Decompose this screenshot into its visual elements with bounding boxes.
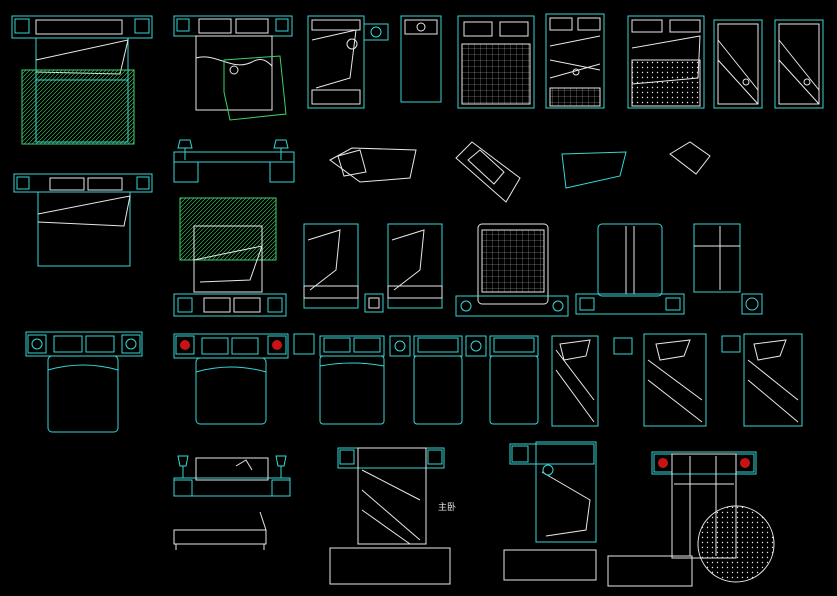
- sofa-chair-1: [329, 147, 417, 183]
- bed-block-double-7: [455, 223, 569, 317]
- bed-block-double-4: [545, 13, 605, 109]
- bed-block-double-rug-1: [11, 15, 153, 145]
- bed-block-double-rug-3: [173, 197, 287, 317]
- bed-block-single-pair: [303, 223, 443, 313]
- bed-block-single-6: [551, 335, 633, 427]
- bed-block-single-5: [693, 223, 763, 315]
- bed-block-double-9: [25, 331, 143, 433]
- bed-block-double-5: [627, 15, 705, 109]
- bed-block-single-3: [713, 19, 763, 109]
- bed-block-master: 主卧: [329, 447, 456, 585]
- bed-block-double-rug-2: [173, 15, 293, 121]
- bed-block-double-6: [13, 173, 153, 267]
- sofa-chair-4: [669, 141, 711, 175]
- bed-block-single-2: [400, 15, 442, 103]
- sofa-chair-2: [455, 141, 521, 203]
- bed-elevation-headboard-lamps: [173, 139, 295, 183]
- bed-block-double-3: [457, 15, 535, 109]
- bed-elevation-side: [173, 511, 267, 550]
- bed-block-single-8: [503, 441, 693, 587]
- bed-block-single-7: [643, 333, 803, 427]
- bed-elevation-front: [173, 455, 291, 497]
- bed-block-master-rug: [651, 451, 775, 583]
- sofa-chair-3: [561, 151, 627, 189]
- bed-block-double-10: [173, 333, 289, 425]
- bed-block-twin-pair: [389, 335, 539, 425]
- bed-block-double-11: [293, 333, 385, 425]
- bed-block-single-1: [307, 15, 389, 109]
- room-label-master-bedroom: 主卧: [438, 501, 456, 513]
- bed-block-single-4: [774, 19, 824, 109]
- bed-block-double-8: [575, 223, 685, 315]
